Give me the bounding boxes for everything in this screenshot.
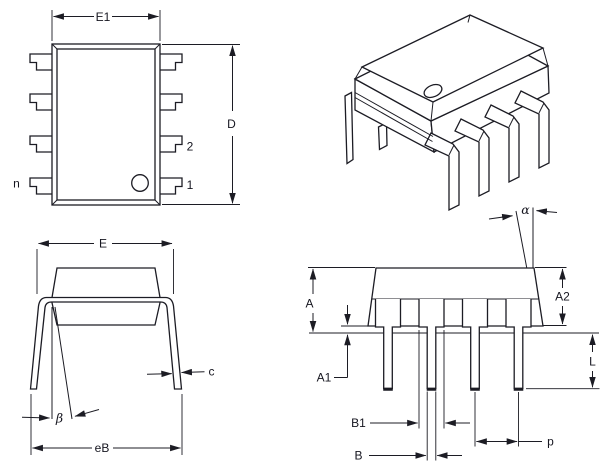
e-extension-lines [36,249,174,294]
dim-label-b1: B1 [351,416,366,430]
pin-label-2: 2 [187,140,194,154]
package-body-inner-edge [56,48,156,201]
dim-label-beta: β [55,411,63,426]
end-view: E c β eB [21,237,215,455]
pins-left [29,53,52,195]
d-extension-lines [162,44,240,205]
dim-label-d: D [227,117,236,131]
side-body [367,267,544,327]
eb-extension-lines [30,394,183,455]
dim-label-a2: A2 [555,290,570,304]
body-corner-bevels [51,43,161,206]
beta-angle-lines [51,306,73,420]
package-body-outline [51,43,161,206]
dim-label-p: p [547,435,554,449]
iso-pin1-dimple [423,83,443,99]
pins-right [160,53,183,195]
side-view: A A2 A1 L B1 B p [305,267,600,463]
top-view: E1 D 2 1 n [13,10,240,206]
dim-label-b: B [354,449,362,463]
dim-label-eb: eB [95,441,110,455]
dim-label-alpha: α [521,202,530,217]
dim-label-e: E [99,237,107,251]
e1-extension-lines [51,10,161,41]
end-body [50,267,162,326]
dim-label-l: L [589,355,596,369]
body-bottom-extensions [341,325,567,327]
pin-label-n: n [13,177,20,191]
p-extension-lines [474,392,519,447]
side-pins [374,299,532,391]
iso-parting-lines [354,92,434,142]
iso-corner-edges [354,14,549,122]
dim-label-c: c [209,364,215,378]
pin1-indicator-circle [131,174,149,192]
dim-label-a: A [305,297,313,311]
dim-label-e1: E1 [96,10,111,24]
dim-label-a1: A1 [317,371,332,385]
end-leads [29,296,183,390]
iso-leads-right [424,90,550,212]
b-extension-lines [426,391,437,461]
pin-label-1: 1 [187,178,194,192]
iso-leg-left-rear [344,91,354,165]
iso-view: α [344,14,558,299]
b1-extension-lines [418,330,445,429]
